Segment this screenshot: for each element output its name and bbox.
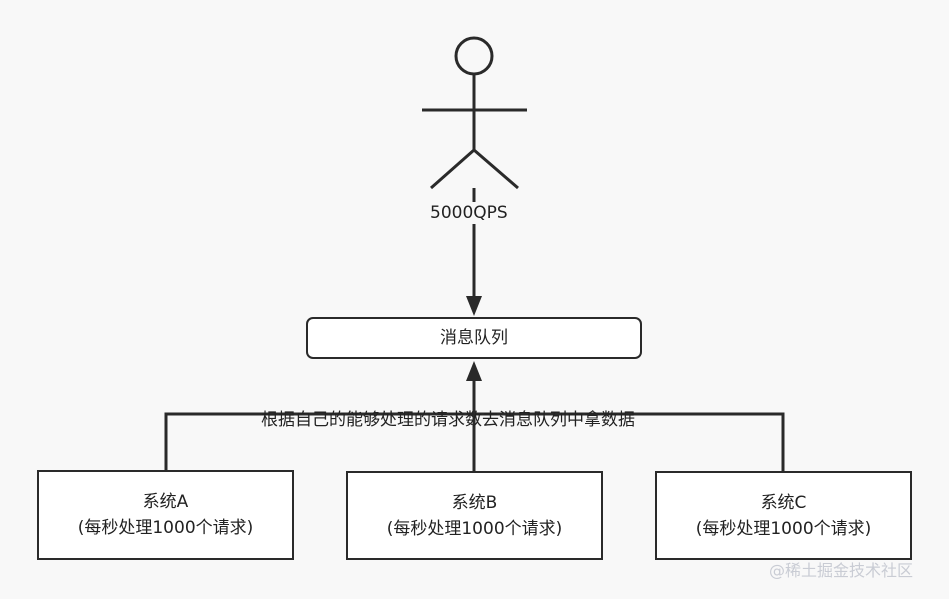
- request-arrowhead: [466, 296, 482, 316]
- system-c-rate: (每秒处理1000个请求): [695, 518, 872, 539]
- pull-connector: [164, 379, 785, 471]
- connector-system-a: [164, 412, 474, 470]
- system-b-rate: (每秒处理1000个请求): [386, 518, 563, 539]
- actor-right-leg: [473, 148, 519, 190]
- connector-system-c: [474, 412, 785, 471]
- system-a-rate: (每秒处理1000个请求): [77, 518, 254, 538]
- system-b-name: 系统B: [451, 492, 498, 513]
- system-c-box: 系统C (每秒处理1000个请求): [655, 471, 912, 560]
- message-queue-box: 消息队列: [306, 317, 642, 359]
- actor-qps-label: 5000QPS: [430, 202, 508, 224]
- actor-left-leg: [430, 148, 475, 190]
- system-c-name: 系统C: [760, 492, 807, 513]
- actor-figure: [422, 36, 527, 190]
- system-a-box: 系统A (每秒处理1000个请求): [37, 470, 294, 560]
- message-queue-label: 消息队列: [440, 328, 508, 348]
- system-b-box: 系统B (每秒处理1000个请求): [346, 471, 603, 560]
- watermark: @稀土掘金技术社区: [769, 561, 914, 580]
- pull-arrowhead: [466, 361, 482, 381]
- pull-description-label: 根据自己的能够处理的请求数去消息队列中拿数据: [261, 410, 635, 430]
- system-a-name: 系统A: [142, 492, 189, 512]
- actor-head: [454, 36, 494, 76]
